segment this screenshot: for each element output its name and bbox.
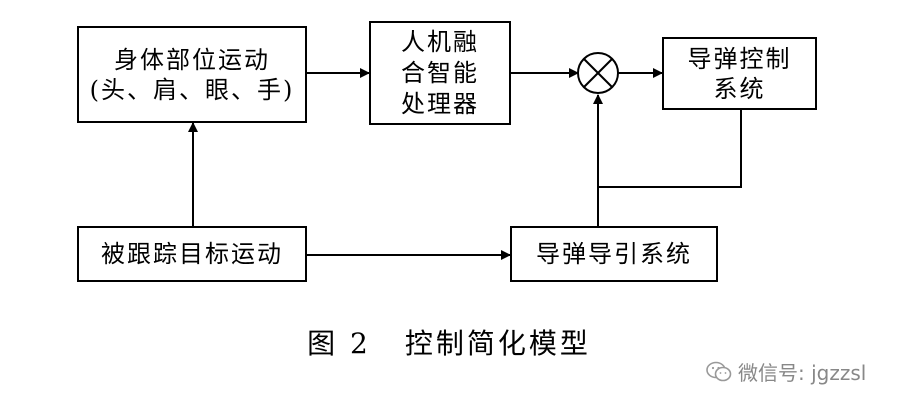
target-motion-label: 被跟踪目标运动: [101, 240, 283, 268]
figure-number: 图 2: [307, 327, 371, 360]
feedback-line: [598, 110, 742, 188]
figure-title: 控制简化模型: [404, 327, 591, 360]
guidance-system-box: 导弹导引系统: [510, 226, 718, 282]
watermark: 微信号: jgzzsl: [706, 357, 866, 386]
body-motion-label: 身体部位运动: [114, 45, 270, 74]
missile-control-label-line1: 导弹控制: [687, 44, 792, 73]
fusion-processor-box: 人机融 合智能 处理器: [369, 21, 511, 125]
watermark-text: 微信号: jgzzsl: [738, 361, 867, 385]
wechat-icon: [706, 361, 732, 381]
fusion-label-line1: 人机融: [401, 27, 479, 56]
fusion-label-line2: 合智能: [401, 58, 479, 87]
guidance-system-label: 导弹导引系统: [536, 240, 692, 268]
missile-control-box: 导弹控制 系统: [662, 37, 817, 110]
target-motion-box: 被跟踪目标运动: [77, 226, 307, 282]
fusion-label-line3: 处理器: [401, 89, 479, 118]
figure-caption: 图 2 控制简化模型: [0, 322, 898, 362]
missile-control-label-line2: 系统: [713, 74, 766, 103]
body-motion-parts: (头、肩、眼、手): [89, 75, 295, 104]
body-motion-box: 身体部位运动 (头、肩、眼、手): [77, 26, 307, 123]
summing-junction: [577, 52, 619, 94]
